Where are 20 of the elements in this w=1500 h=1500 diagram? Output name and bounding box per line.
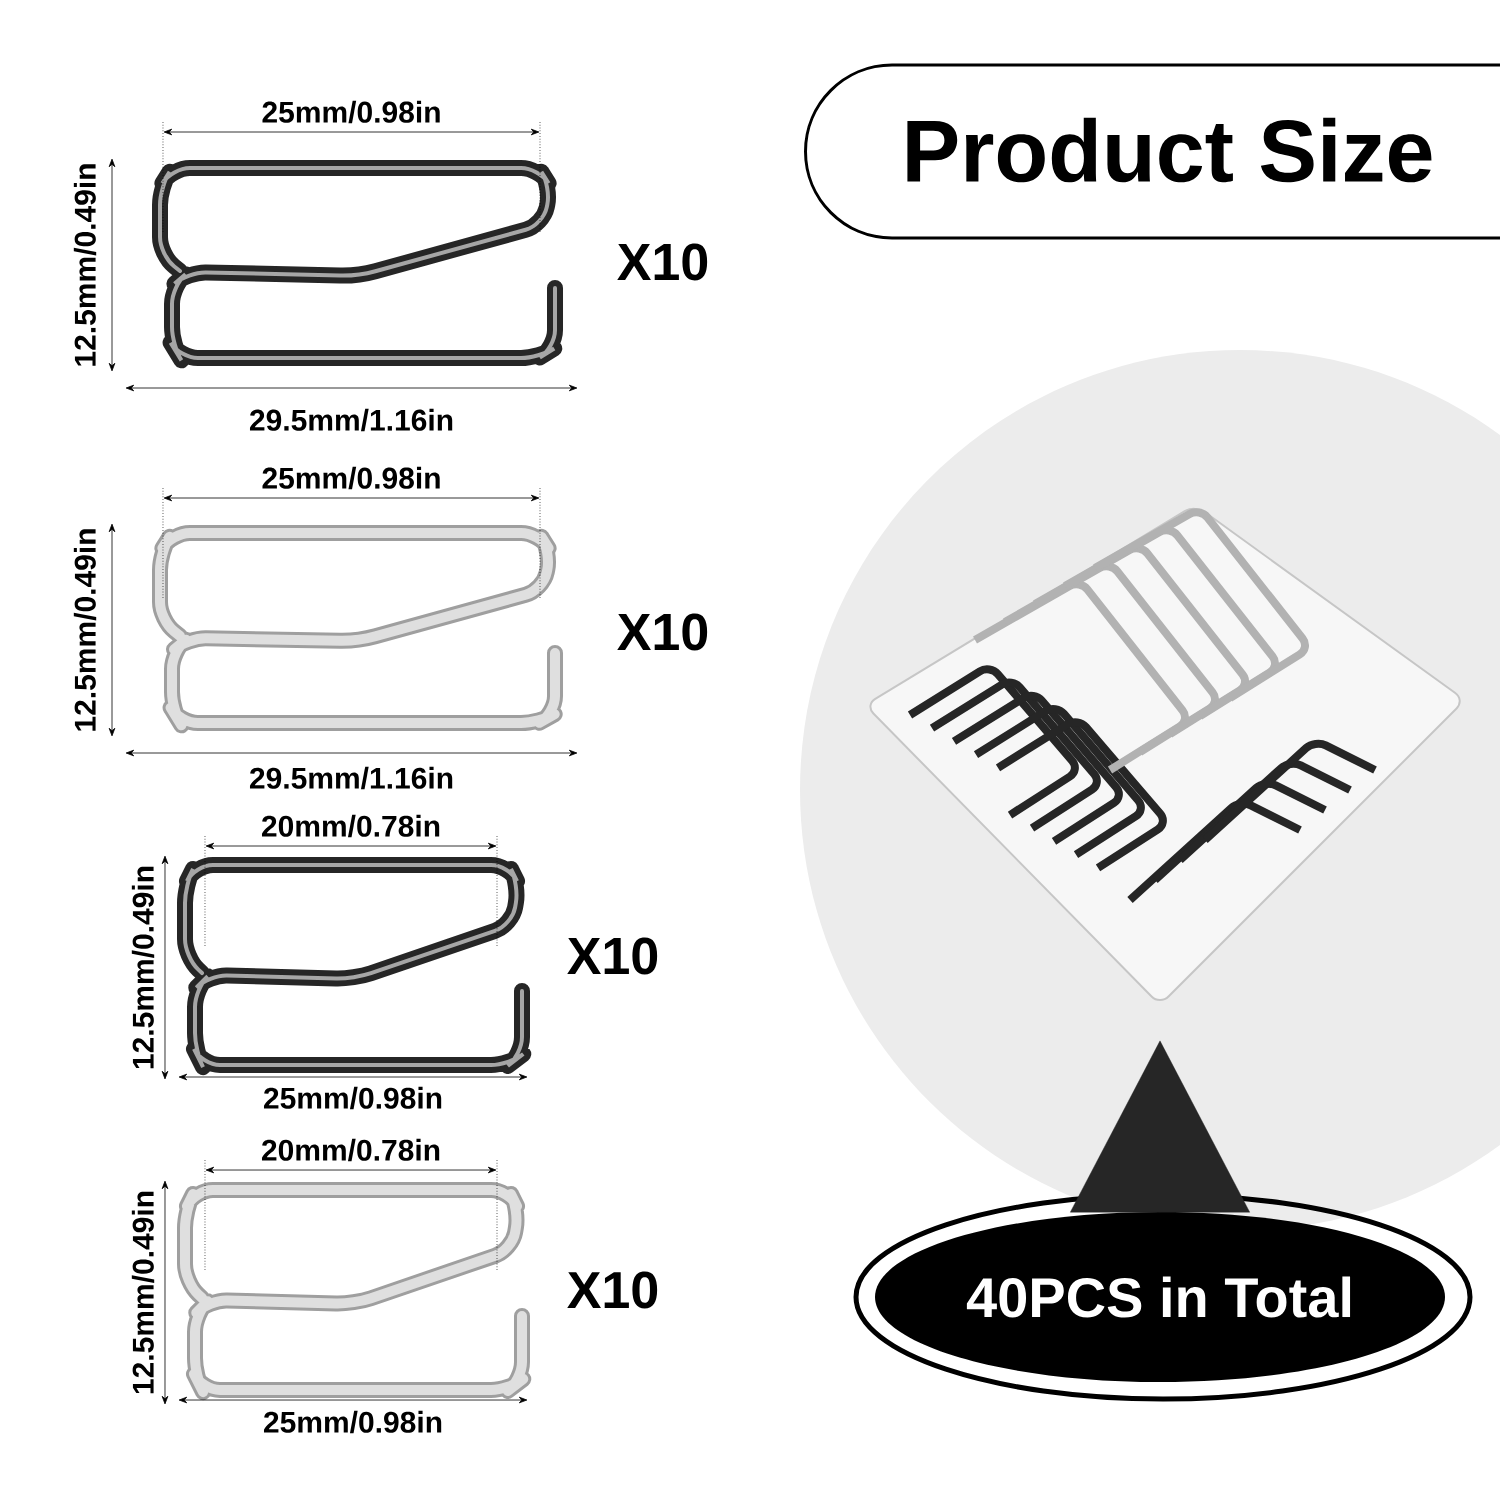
dimension-label: 12.5mm/0.49in <box>131 866 155 1069</box>
dimension-label: 29.5mm/1.16in <box>250 766 453 790</box>
pointer-arrow <box>1070 1040 1250 1213</box>
dimension-label: 29.5mm/1.16in <box>250 408 453 432</box>
quantity-label: X10 <box>617 243 708 281</box>
dimension-label: 25mm/0.98in <box>264 1410 442 1434</box>
dimension-label: 25mm/0.98in <box>262 100 440 124</box>
dimension-label: 25mm/0.98in <box>262 466 440 490</box>
dimension-label: 20mm/0.78in <box>262 1138 440 1162</box>
title-banner: Product Size <box>804 63 1500 240</box>
clip-box-drawing <box>869 507 1461 1001</box>
dimension-label: 25mm/0.98in <box>264 1086 442 1110</box>
dimension-label: 20mm/0.78in <box>262 814 440 838</box>
dimension-label: 12.5mm/0.49in <box>73 529 97 731</box>
total-badge: 40PCS in Total <box>853 1192 1473 1402</box>
quantity-label: X10 <box>567 937 658 975</box>
quantity-label: X10 <box>567 1271 658 1309</box>
quantity-label: X10 <box>617 613 708 651</box>
dimension-label: 12.5mm/0.49in <box>131 1191 155 1394</box>
dimension-label: 12.5mm/0.49in <box>73 164 97 366</box>
